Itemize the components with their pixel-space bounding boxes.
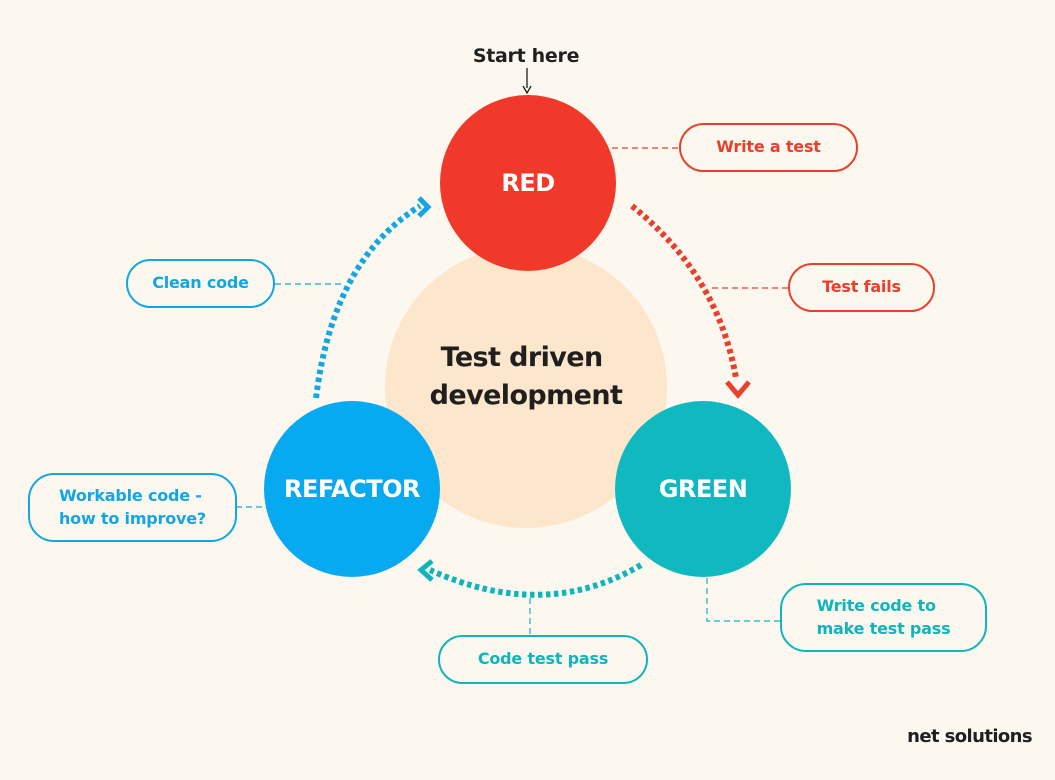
callout-write-code-line-1: Write code to [816, 596, 936, 616]
arrowhead-refactor-to-red [417, 196, 432, 218]
red-node-label: RED [501, 169, 554, 197]
green-node-label: GREEN [659, 475, 748, 503]
callout-workable-code-line-2: how to improve? [58, 508, 206, 528]
brand-logo: net solutions [907, 726, 1032, 747]
callout-write-test-text: Write a test [716, 137, 821, 157]
center-circle [385, 246, 667, 528]
arc-green-to-refactor [428, 562, 643, 598]
callout-clean-code: Clean code [126, 259, 275, 308]
callout-workable-code: Workable code - how to improve? [28, 473, 237, 542]
callout-write-code-line-2: make test pass [816, 618, 951, 638]
arc-refactor-to-red [313, 203, 422, 399]
callout-test-fails: Test fails [788, 263, 935, 312]
callout-clean-code-text: Clean code [152, 273, 249, 293]
refactor-node-circle [264, 401, 440, 577]
callout-write-code: Write code to make test pass [780, 583, 987, 652]
start-here-label: Start here [473, 45, 579, 67]
red-node-circle [440, 95, 616, 271]
start-arrow-head [522, 85, 532, 95]
arrowhead-green-to-refactor [417, 559, 434, 582]
green-node-circle [615, 401, 791, 577]
callout-code-test-pass: Code test pass [438, 635, 648, 684]
callout-write-test: Write a test [679, 123, 858, 172]
center-label-line-1: Test driven [441, 342, 603, 373]
callout-code-test-pass-text: Code test pass [477, 649, 609, 669]
arrowhead-red-to-green [725, 380, 751, 399]
callout-workable-code-line-1: Workable code - [58, 486, 202, 506]
center-label: Test driven development [430, 342, 623, 411]
callout-test-fails-text: Test fails [822, 277, 901, 297]
center-label-line-2: development [430, 380, 623, 411]
connector-write-code [706, 578, 780, 622]
arc-red-to-green [630, 203, 739, 379]
refactor-node-label: REFACTOR [284, 475, 420, 503]
